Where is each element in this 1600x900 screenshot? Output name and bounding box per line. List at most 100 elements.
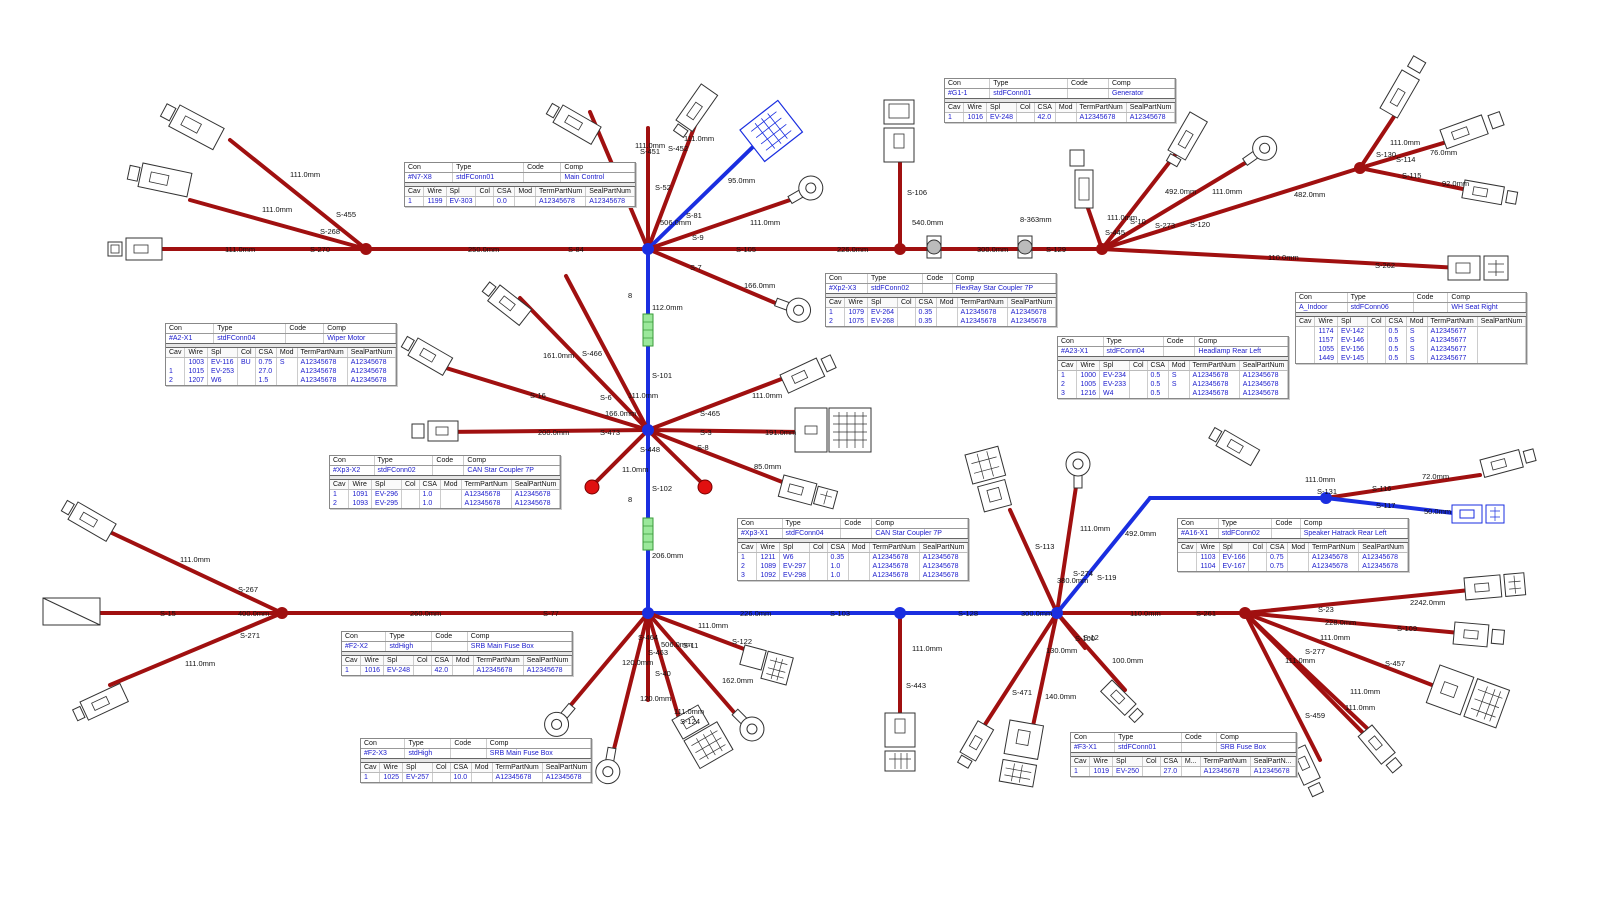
wire-segment[interactable] xyxy=(608,611,650,767)
junction-node[interactable] xyxy=(894,607,906,619)
ring-terminal-bottom-2[interactable] xyxy=(594,746,624,786)
junction-node[interactable] xyxy=(642,243,654,255)
junction-node[interactable] xyxy=(642,607,654,619)
wire-segment[interactable] xyxy=(646,247,782,307)
wire-segment[interactable] xyxy=(646,368,807,432)
splice-top-2[interactable] xyxy=(1017,235,1033,259)
connector-generator[interactable] xyxy=(883,99,915,163)
wire-segment[interactable] xyxy=(646,428,792,487)
connector-lower-left-2[interactable] xyxy=(71,682,129,724)
wire-segment[interactable] xyxy=(1243,611,1447,692)
wire-segment[interactable] xyxy=(646,611,682,724)
ring-terminal-right[interactable] xyxy=(1065,451,1091,489)
wire-segment[interactable] xyxy=(418,358,650,432)
wire-segment[interactable] xyxy=(1243,611,1462,635)
connector-far-top-right-1[interactable] xyxy=(1379,54,1428,119)
wire-segment[interactable] xyxy=(1243,611,1322,762)
wire-segment[interactable] xyxy=(646,611,762,657)
junction-node[interactable] xyxy=(894,243,906,255)
wire-segment[interactable] xyxy=(973,611,1059,742)
connector-top-1[interactable] xyxy=(544,100,602,146)
connector-upper-left-1[interactable] xyxy=(158,99,225,151)
ring-terminal-bottom-1[interactable] xyxy=(540,698,582,741)
wire-segment[interactable] xyxy=(228,138,368,251)
junction-node[interactable] xyxy=(360,243,372,255)
wire-segment[interactable] xyxy=(1358,166,1470,192)
connector-mid-right-1[interactable] xyxy=(779,352,837,394)
connector-right-cluster-2[interactable] xyxy=(1452,621,1506,648)
wire-segment[interactable] xyxy=(1055,611,1127,692)
wire-segment[interactable] xyxy=(1055,478,1079,615)
splice-top-1[interactable] xyxy=(926,235,942,259)
connector-lower-left-1[interactable] xyxy=(59,497,117,543)
junction-node[interactable] xyxy=(1096,243,1108,255)
wire-segment[interactable] xyxy=(1243,588,1472,615)
wire-segment[interactable] xyxy=(1100,247,1462,270)
wire-segment[interactable] xyxy=(564,274,650,432)
junction-node[interactable] xyxy=(1354,162,1366,174)
connector-upper-left-2[interactable] xyxy=(126,161,193,198)
connector-far-top-right-2[interactable] xyxy=(1439,109,1505,150)
connector-right-seat[interactable] xyxy=(1447,255,1509,281)
connector-bottom-vertical[interactable] xyxy=(884,712,916,772)
connector-mid-left-1[interactable] xyxy=(480,279,533,327)
junction-node[interactable] xyxy=(1239,607,1251,619)
wire-segment[interactable] xyxy=(646,428,802,434)
wire-segment[interactable] xyxy=(108,611,284,687)
connector-bottom-right-grid[interactable] xyxy=(738,644,794,686)
connector-top-right-b[interactable] xyxy=(1163,111,1209,169)
wire-segment[interactable] xyxy=(1324,473,1482,500)
connector-top-2[interactable] xyxy=(670,83,719,140)
connector-mid-right-2[interactable] xyxy=(777,474,839,511)
wire-segment[interactable] xyxy=(1358,136,1462,170)
wire-segment[interactable] xyxy=(1028,611,1059,742)
connector-speaker-blue[interactable] xyxy=(1451,504,1505,524)
ring-terminal-top[interactable] xyxy=(784,172,827,211)
wire-segment[interactable] xyxy=(1324,496,1472,517)
connector-headlamp[interactable] xyxy=(1207,425,1261,467)
wire-segment[interactable] xyxy=(1055,496,1152,615)
connector-bottom-grid[interactable] xyxy=(671,701,734,770)
connector-left-main[interactable] xyxy=(107,237,163,261)
wire-segment[interactable] xyxy=(188,198,368,251)
wire-segment[interactable] xyxy=(1100,166,1362,251)
wire-segment[interactable] xyxy=(93,523,284,615)
connector-bottom-right-a[interactable] xyxy=(955,720,995,770)
wire-segment[interactable] xyxy=(438,428,650,434)
red-terminal-left[interactable] xyxy=(584,479,600,495)
wire-segment[interactable] xyxy=(590,428,650,488)
ring-terminal-top-right[interactable] xyxy=(1238,132,1281,172)
connector-bottom-right-b[interactable] xyxy=(998,719,1045,788)
connector-mid-left-3[interactable] xyxy=(411,420,459,442)
connector-mid-right-grid[interactable] xyxy=(794,407,872,453)
junction-node[interactable] xyxy=(642,424,654,436)
wire-segment[interactable] xyxy=(646,110,702,251)
connector-mid-left-2[interactable] xyxy=(399,333,454,377)
connector-blue-top[interactable] xyxy=(739,99,804,163)
junction-node[interactable] xyxy=(1320,492,1332,504)
connector-right-stack-1[interactable] xyxy=(964,445,1013,513)
connector-right-cluster-3[interactable] xyxy=(1425,664,1511,729)
